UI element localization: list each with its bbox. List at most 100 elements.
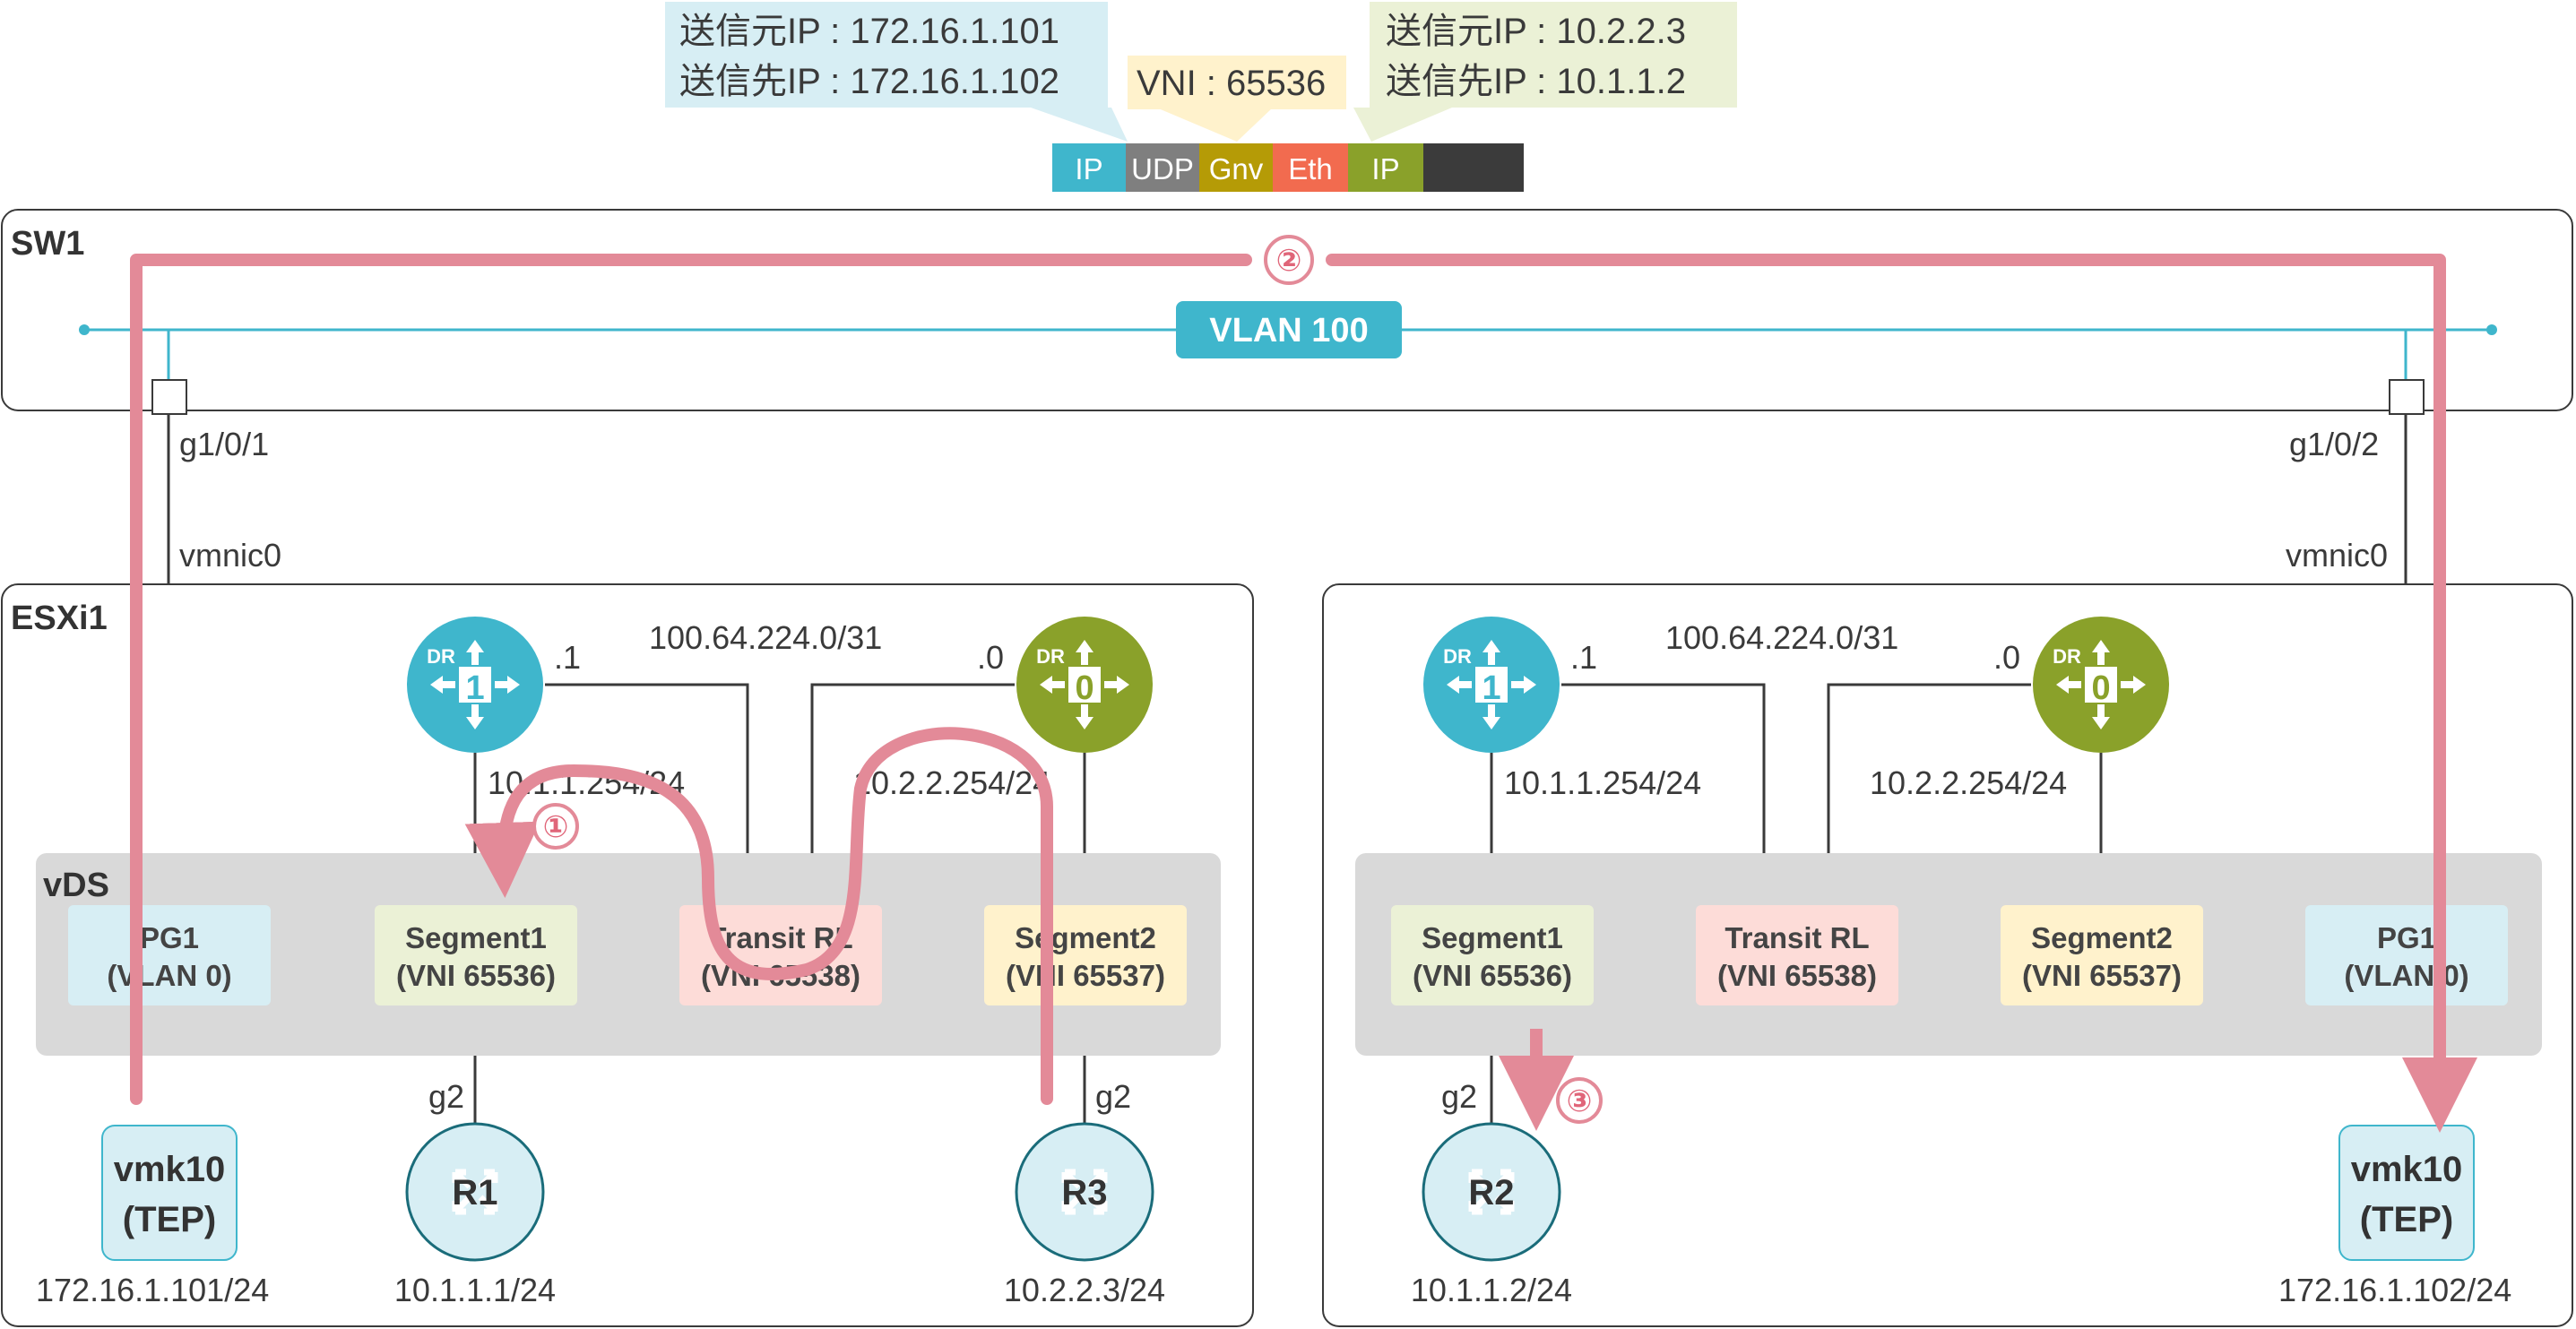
flow-step3-badge (1556, 1077, 1603, 1124)
esxi1-seg2-vni: (VNI 65537) (1006, 959, 1165, 992)
r3-router-icon (1015, 1122, 1154, 1262)
callout-outer-ip (665, 2, 1108, 108)
esxi1-pg1-name: PG1 (140, 921, 199, 954)
packet-inner-ip-label: IP (1371, 152, 1399, 186)
packet-inner-ip (1348, 143, 1423, 192)
r1-ip: 10.1.1.1/24 (394, 1272, 556, 1308)
esxi1-dr0-ip: .0 (977, 639, 1004, 676)
esxi1-dr0-tag: DR (1036, 645, 1065, 668)
esxi2-dr1-router-icon: 1 DR (1423, 617, 1560, 753)
esxi1-vmk-tep: (TEP) (123, 1200, 216, 1239)
r3-ip: 10.2.2.3/24 (1004, 1272, 1165, 1308)
flow-step3-label: ③ (1567, 1084, 1593, 1118)
esxi1-segment1 (375, 905, 577, 1005)
vlan-bus-end-left (79, 324, 90, 335)
esxi1-seg1-vni: (VNI 65536) (396, 959, 556, 992)
r3-port: g2 (1095, 1078, 1131, 1115)
esxi2-seg2-vni: (VNI 65537) (2022, 959, 2182, 992)
esxi1-vmk10 (101, 1125, 238, 1261)
esxi2-seg1-name: Segment1 (1422, 921, 1563, 954)
esxi1-dr1-router-icon: 1 DR (407, 617, 543, 753)
esxi2-transit-vni: (VNI 65538) (1717, 959, 1877, 992)
esxi2-dr0-tag: DR (2053, 645, 2081, 668)
callout-inner-src: 送信元IP : 10.2.2.3 (1386, 12, 1686, 51)
esxi2-dr1-ip: .1 (1570, 639, 1597, 676)
esxi2-vmnic-label: vmnic0 (2286, 537, 2388, 574)
flow-step2-left (130, 254, 1252, 1105)
esxi1-vmk-name: vmk10 (114, 1150, 226, 1189)
esxi1-dr0-router-icon: 0 DR (1016, 617, 1153, 753)
flow-step2-right (1326, 254, 2477, 1133)
esxi2-dr1-if: 10.1.1.254/24 (1504, 764, 1701, 801)
esxi1-dr1-ip: .1 (554, 639, 581, 676)
esxi1-vmk-ip: 172.16.1.101/24 (36, 1272, 269, 1308)
esxi1-dr1-tag: DR (427, 645, 455, 668)
packet-eth-label: Eth (1288, 152, 1333, 186)
port-right-label: g1/0/2 (2289, 426, 2379, 462)
esxi2-transit-name: Transit RL (1725, 921, 1869, 954)
flow-step1-badge (532, 803, 579, 850)
r1-name: R1 (452, 1173, 497, 1212)
esxi2-dr0-ip: .0 (1993, 639, 2020, 676)
port-g1-0-1 (151, 379, 187, 415)
encap-header: 送信元IP : 172.16.1.101 送信先IP : 172.16.1.10… (665, 2, 1737, 192)
port-g1-0-2 (2389, 379, 2425, 415)
esxi2-vmk-tep: (TEP) (2360, 1200, 2453, 1239)
r1-port: g2 (428, 1078, 464, 1115)
callout-pointer-vni (1156, 108, 1273, 142)
esxi2-dr0-num: 0 (2091, 669, 2110, 707)
esxi2-vmk-ip: 172.16.1.102/24 (2278, 1272, 2511, 1308)
esxi2-vmk-name: vmk10 (2351, 1150, 2463, 1189)
esxi1-pg1 (68, 905, 271, 1005)
vlan-bus-end-right (2486, 324, 2497, 335)
esxi2-transit-net: 100.64.224.0/31 (1665, 619, 1898, 656)
esxi1-vmnic-label: vmnic0 (179, 537, 281, 574)
sw1-title: SW1 (11, 225, 84, 263)
esxi2-vds (1355, 853, 2542, 1056)
flow-step1-label: ① (543, 810, 569, 844)
esxi1-seg1-name: Segment1 (405, 921, 547, 954)
r1-router-icon (405, 1122, 545, 1262)
esxi1-segment2 (984, 905, 1187, 1005)
esxi2-pg1 (2305, 905, 2508, 1005)
callout-vni-text: VNI : 65536 (1137, 64, 1326, 103)
packet-outer-ip-label: IP (1075, 152, 1102, 186)
esxi2-seg2-name: Segment2 (2031, 921, 2173, 954)
packet-udp-label: UDP (1131, 152, 1194, 186)
callout-vni (1128, 56, 1346, 109)
esxi1-dr0-num: 0 (1075, 669, 1094, 707)
host-esxi1: ESXi1 vmnic0 100.64.224.0/31 .1 .0 10.1.… (1, 537, 1254, 1327)
esxi1-vds (36, 853, 1221, 1056)
callout-pointer-inner (1353, 108, 1452, 142)
esxi2-dr1-num: 1 (1482, 669, 1500, 707)
esxi1-pg1-vlan: (VLAN 0) (107, 959, 231, 992)
esxi2-segment1 (1391, 905, 1594, 1005)
flow-step1-path (464, 727, 1053, 1105)
esxi1-dr0-if: 10.2.2.254/24 (853, 764, 1050, 801)
esxi2-vmk10 (2338, 1125, 2475, 1261)
esxi1-vds-label: vDS (43, 867, 109, 904)
esxi2-pg1-vlan: (VLAN 0) (2344, 959, 2468, 992)
callout-outer-src: 送信元IP : 172.16.1.101 (679, 12, 1059, 51)
esxi2-dr0-if: 10.2.2.254/24 (1870, 764, 2067, 801)
packet-udp (1126, 143, 1199, 192)
packet-geneve (1199, 143, 1273, 192)
esxi2-dr0-router-icon: 0 DR (2033, 617, 2169, 753)
flow-step2-label: ② (1276, 244, 1302, 278)
r2-ip: 10.1.1.2/24 (1411, 1272, 1572, 1308)
callout-inner-ip (1370, 2, 1737, 108)
port-left-label: g1/0/1 (179, 426, 269, 462)
esxi2-seg1-vni: (VNI 65536) (1413, 959, 1572, 992)
packet-flow (130, 254, 2477, 1133)
flow-step2-badge (1264, 235, 1314, 285)
flow-step-markers: ① ② ③ (532, 235, 1603, 1124)
r2-port: g2 (1441, 1078, 1477, 1115)
esxi1-title: ESXi1 (11, 600, 108, 637)
packet-eth (1273, 143, 1348, 192)
vlan100-badge (1176, 301, 1402, 358)
esxi1-transit-rl (679, 905, 882, 1005)
callout-pointer-outer (1031, 108, 1128, 142)
esxi2-transit-rl (1696, 905, 1898, 1005)
